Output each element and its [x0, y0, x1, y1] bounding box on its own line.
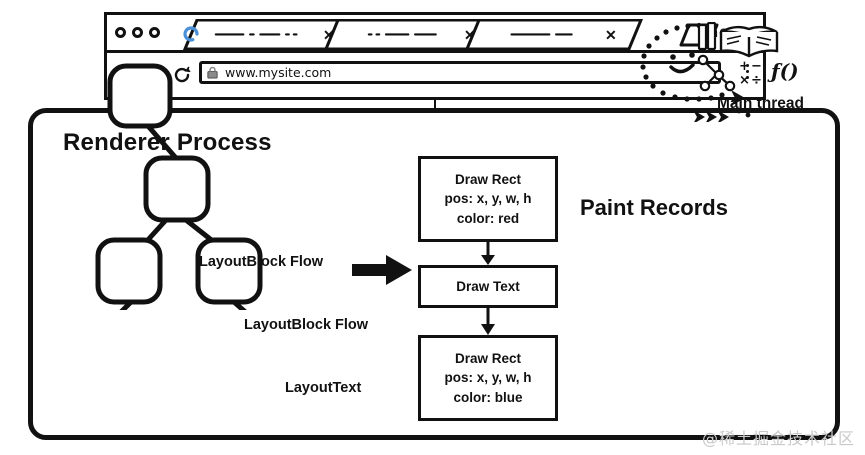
reload-icon[interactable] [173, 66, 191, 84]
url-text: www.mysite.com [225, 65, 332, 80]
kebab-dot [746, 76, 749, 79]
tab-title-placeholder-3 [510, 33, 573, 36]
layout-node-block-3 [195, 237, 263, 305]
browser-window: ✕ ✕ [104, 12, 766, 100]
paint-flow-arrow-2 [481, 308, 495, 335]
layout-tree-label-1: LayoutBlock Flow [199, 254, 324, 270]
browser-to-renderer-connector [434, 100, 436, 110]
paint-record-line: color: blue [453, 389, 523, 405]
kebab-dot [746, 64, 749, 67]
paint-records-caption: Paint Records [580, 195, 728, 220]
dotted-smiley-face-icon: +− ×÷ ƒ() [640, 22, 799, 122]
layout-tree [95, 63, 263, 310]
math-symbols-icon: +− ×÷ [739, 59, 762, 88]
svg-text:ƒ(): ƒ() [767, 59, 799, 83]
svg-text:×: × [739, 73, 750, 88]
tab-close-button-2[interactable]: ✕ [464, 27, 476, 43]
layout-node-block-1 [143, 155, 211, 223]
loading-spinner-icon [183, 26, 199, 42]
node-graph-icon [697, 54, 736, 92]
window-control-close[interactable] [115, 27, 126, 38]
watermark: @稀土掘金技术社区 [701, 429, 855, 448]
right-arrow-icon [352, 255, 412, 285]
paint-record-draw-text: Draw Text [418, 265, 558, 308]
layout-node-block-2 [95, 237, 163, 305]
tab-title-placeholder-1 [214, 33, 298, 36]
browser-tab-strip: ✕ ✕ [107, 15, 763, 53]
kebab-dot [746, 70, 749, 73]
window-control-minimize[interactable] [132, 27, 143, 38]
paint-record-draw-rect-blue: Draw Rect pos: x, y, w, h color: blue [418, 335, 558, 421]
motion-chevrons-icon [731, 90, 745, 106]
paint-flow-arrow-1 [481, 242, 495, 265]
books-icon [697, 22, 717, 51]
paint-record-draw-rect-red: Draw Rect pos: x, y, w, h color: red [418, 156, 558, 242]
tab-shape-3 [464, 19, 644, 50]
lock-icon [207, 66, 218, 79]
paint-record-line: pos: x, y, w, h [444, 370, 532, 386]
kebab-menu-icon[interactable] [746, 64, 749, 79]
main-thread-label: Main thread [717, 95, 804, 112]
paint-record-line: Draw Rect [454, 350, 522, 366]
layout-tree-label-2: LayoutBlock Flow [244, 317, 369, 333]
layout-node-root [107, 63, 173, 129]
window-controls [115, 27, 160, 38]
tab-close-button-3[interactable]: ✕ [605, 27, 617, 43]
svg-text:÷: ÷ [751, 73, 762, 88]
paint-record-line: pos: x, y, w, h [444, 191, 532, 207]
browser-tab-2[interactable]: ✕ [312, 19, 507, 50]
paint-record-line: color: red [456, 210, 520, 226]
svg-text:−: − [751, 59, 762, 74]
address-bar[interactable]: www.mysite.com [199, 61, 721, 84]
function-f-icon: ƒ() [767, 59, 799, 83]
svg-text:+: + [739, 59, 750, 74]
layout-tree-label-3: LayoutText [285, 380, 362, 396]
paint-record-line: Draw Text [456, 278, 520, 294]
books-icon-open [719, 25, 779, 58]
browser-tab-3[interactable]: ✕ [453, 19, 648, 50]
tab-title-placeholder-2 [367, 33, 437, 36]
paint-record-line: Draw Rect [454, 171, 522, 187]
window-control-maximize[interactable] [149, 27, 160, 38]
tab-close-button-1[interactable]: ✕ [323, 27, 335, 43]
